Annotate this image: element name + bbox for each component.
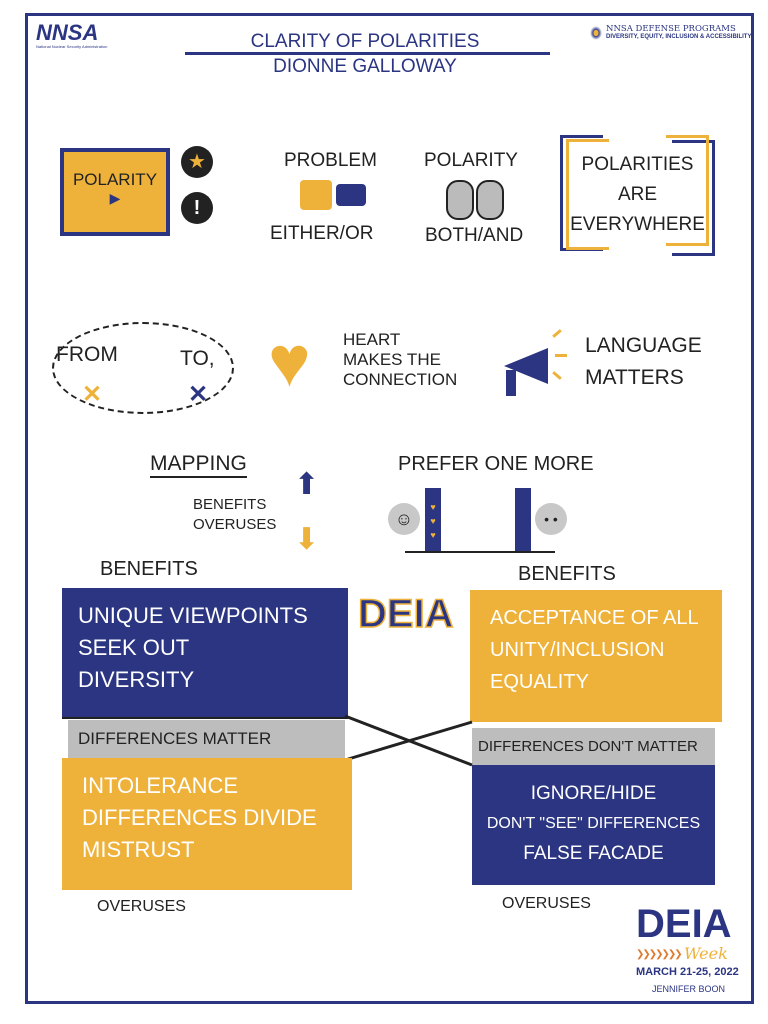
left-overuse-1: Intolerance <box>82 773 239 798</box>
polarity-video-box: Polarity ▶ <box>60 148 170 236</box>
nnsa-logo-sub: National Nuclear Security Administration <box>36 44 108 49</box>
mapping-label: Mapping <box>150 452 247 478</box>
nnsa-logo: NNSA National Nuclear Security Administr… <box>36 20 108 50</box>
right-overuse-3: false facade <box>523 843 664 864</box>
page-frame <box>25 13 754 1004</box>
artist-credit: Jennifer Boon <box>652 984 726 994</box>
right-benefit-2: unity/inclusion <box>490 639 665 661</box>
left-benefit-3: diversity <box>78 667 195 692</box>
left-overuses-label: Overuses <box>97 898 186 915</box>
right-bar <box>515 488 531 551</box>
deia-week-dates: MARCH 21-25, 2022 <box>636 966 739 978</box>
right-overuses-box: Ignore/hide don't "see" differences fals… <box>472 765 715 885</box>
defense-programs-logo: NNSA DEFENSE PROGRAMS DIVERSITY, EQUITY,… <box>590 24 751 40</box>
left-benefit-2: seek out <box>78 635 190 660</box>
yellow-x-icon: ✕ <box>82 381 103 408</box>
either-or-label: Either/Or <box>270 223 374 244</box>
from-to-dashed-circle <box>52 322 234 414</box>
heart-line3: connection <box>343 370 458 389</box>
chevrons-icon: ❯❯❯❯❯❯❯ <box>636 949 683 960</box>
everywhere-line1: Polarities <box>581 154 694 175</box>
navy-x-icon: ✕ <box>188 381 209 408</box>
deia-center-label: DEIA <box>357 591 454 637</box>
right-benefits-label: Benefits <box>518 563 616 585</box>
nnsa-logo-text: NNSA <box>36 20 99 45</box>
dp-logo-line2: DIVERSITY, EQUITY, INCLUSION & ACCESSIBI… <box>606 34 752 40</box>
problem-label: Problem <box>284 150 377 171</box>
megaphone-icon <box>500 329 567 400</box>
star-icon: ★ <box>181 146 213 178</box>
heart-icon: ♥ <box>268 322 311 402</box>
starburst-icon <box>590 26 602 40</box>
left-overuse-3: mistrust <box>82 837 195 862</box>
polarities-everywhere-bracket: Polarities are everywhere <box>560 135 715 256</box>
right-benefits-box: Acceptance of all unity/inclusion equali… <box>470 590 722 722</box>
right-benefit-1: Acceptance of all <box>490 607 699 629</box>
smiley-face-icon: ☺ <box>388 503 420 535</box>
right-overuses-label: Overuses <box>502 895 591 912</box>
left-bar-hearts: ♥♥♥ <box>425 488 441 551</box>
play-icon: ▶ <box>109 190 121 206</box>
prefer-one-more-label: Prefer one more <box>398 453 594 475</box>
left-overuse-2: differences divide <box>82 805 317 830</box>
both-and-label: Both/And <box>425 225 524 246</box>
everywhere-line2: are <box>617 184 658 205</box>
left-pole-bar: Differences matter <box>68 720 345 758</box>
mapping-benefits: Benefits <box>193 496 267 513</box>
neutral-face-icon: • • <box>535 503 567 535</box>
right-overuse-1: Ignore/hide <box>530 783 657 804</box>
left-overuses-box: Intolerance differences divide mistrust <box>62 758 352 890</box>
title-underline <box>185 52 550 55</box>
exclamation-icon: ! <box>181 192 213 224</box>
deia-week-logo: DEIA ❯❯❯❯❯❯❯ Week MARCH 21-25, 2022 Jenn… <box>620 903 745 1003</box>
everywhere-line3: everywhere <box>570 214 705 235</box>
from-label: From <box>56 343 118 366</box>
to-label: To, <box>180 347 215 370</box>
baseline <box>405 551 555 553</box>
author-name: Dionne Galloway <box>273 56 457 77</box>
deia-week-script: Week <box>684 944 728 963</box>
heart-line1: Heart <box>343 330 401 349</box>
arrow-up-icon: ⬆ <box>294 468 320 501</box>
arrow-down-icon: ⬇ <box>294 523 320 556</box>
right-pole-bar: Differences don't matter <box>472 728 715 765</box>
heart-line2: makes the <box>343 350 441 369</box>
brain-icon <box>446 180 506 220</box>
right-overuse-2: don't "see" differences <box>486 815 701 832</box>
left-benefits-box: Unique viewpoints seek out diversity <box>62 588 348 718</box>
dp-logo-line1: NNSA DEFENSE PROGRAMS <box>606 24 736 34</box>
polarity-label: Polarity <box>424 150 518 171</box>
language-line2: matters <box>585 366 684 389</box>
page-title: Clarity of Polarities <box>250 31 480 52</box>
polarity-box-label: Polarity <box>72 170 158 189</box>
left-benefits-label: Benefits <box>100 558 198 580</box>
left-benefit-1: Unique viewpoints <box>78 603 308 628</box>
right-benefit-3: equality <box>490 671 589 693</box>
mapping-overuses: Overuses <box>193 516 277 533</box>
language-line1: Language <box>585 334 702 357</box>
deia-week-main: DEIA <box>636 902 732 946</box>
